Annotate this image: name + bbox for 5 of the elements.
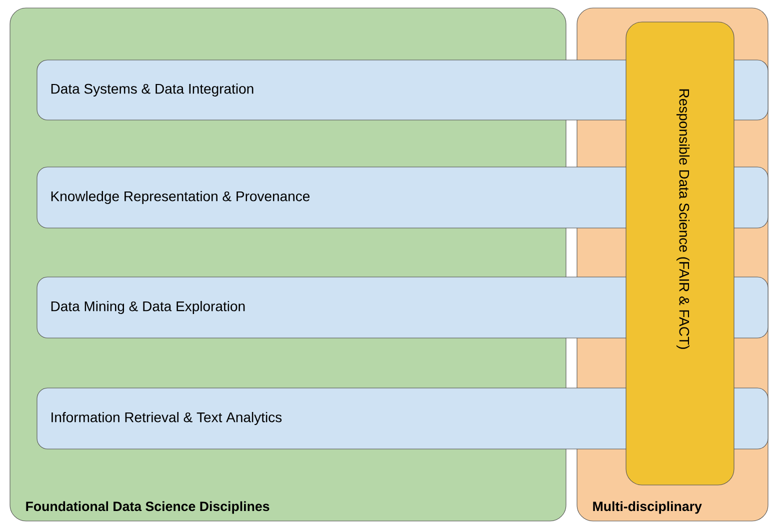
discipline-bar: Knowledge Representation & Provenance [36, 166, 640, 228]
vertical-box: Responsible Data Science (FAIR & FACT) [626, 22, 734, 486]
discipline-bar: Data Systems & Data Integration [36, 60, 640, 120]
discipline-bar: Information Retrieval & Text Analytics [36, 388, 640, 450]
discipline-bar: Data Mining & Data Exploration [36, 276, 640, 338]
